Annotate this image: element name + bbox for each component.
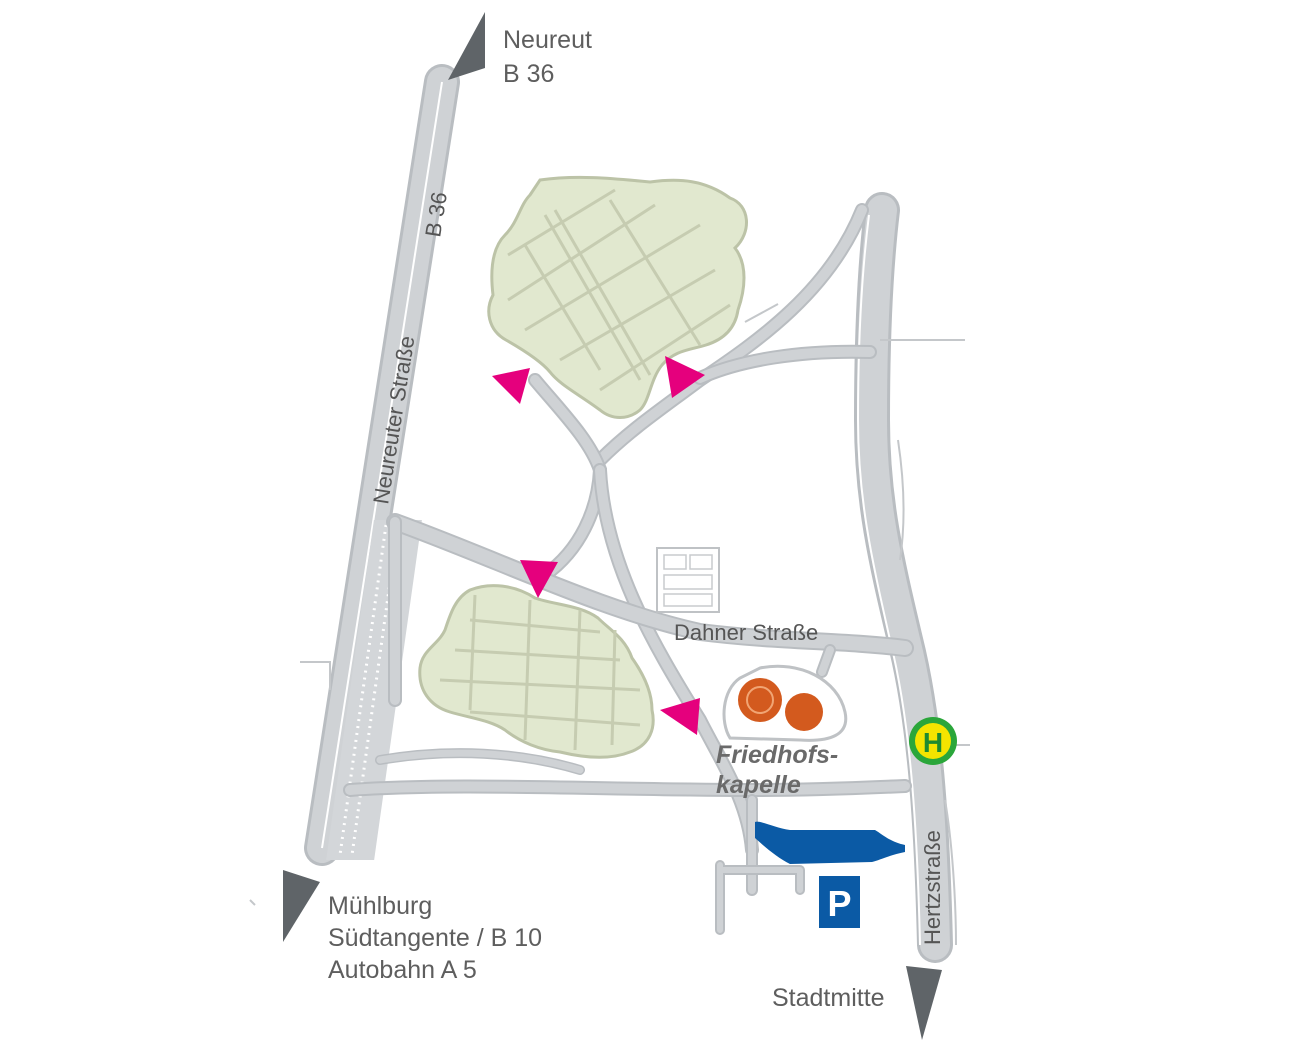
chapel-hall-icon [738, 678, 782, 722]
road-network [249, 203, 970, 935]
destination-south: Stadtmitte [772, 984, 885, 1012]
entrance-arrows [492, 356, 705, 735]
chapel-hall-icon [785, 693, 823, 731]
entrance-arrow-icon [520, 560, 558, 598]
hertzstrasse-road [854, 192, 957, 963]
destination-north-line1: Neureut [503, 26, 592, 54]
destination-southwest-line1: Mühlburg [328, 892, 432, 920]
direction-arrow-south-icon [906, 966, 942, 1040]
parking-area [755, 821, 905, 864]
bus-stop-label: H [923, 727, 943, 758]
parking-label: P [827, 883, 851, 924]
cemetery-field-north [487, 175, 748, 419]
entrance-arrow-icon [665, 356, 705, 398]
parking-sign-icon: P [819, 876, 860, 928]
chapel-label-line2: kapelle [716, 771, 801, 799]
street-label-dahner: Dahner Straße [674, 620, 818, 645]
bus-stop-icon: H [909, 717, 957, 765]
neureuter-strasse-road [304, 64, 460, 866]
destination-north-line2: B 36 [503, 60, 554, 88]
entrance-arrow-icon [492, 368, 530, 404]
chapel-label-line1: Friedhofs- [716, 741, 838, 769]
chapel-building [722, 664, 848, 742]
direction-arrows [283, 12, 942, 1040]
street-label-hertz: Hertzstraße [920, 830, 945, 945]
direction-arrow-southwest-icon [283, 870, 320, 942]
direction-arrow-north-icon [448, 12, 485, 80]
cemetery-field-southwest [418, 584, 655, 759]
destination-southwest-line2: Südtangente / B 10 [328, 924, 542, 952]
building-complex [656, 547, 720, 613]
entrance-arrow-icon [660, 698, 700, 735]
destination-southwest-line3: Autobahn A 5 [328, 956, 477, 984]
